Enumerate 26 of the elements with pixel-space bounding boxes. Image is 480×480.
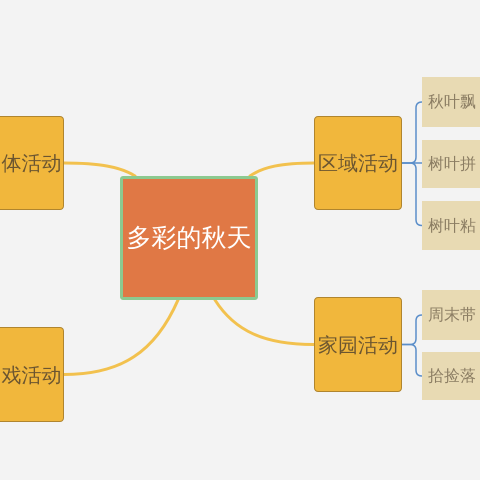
topic-label: 戏活动	[2, 362, 62, 386]
connector-line	[248, 162, 316, 178]
topic-box	[0, 116, 64, 210]
connector-line	[214, 298, 316, 346]
topic-label: 区域活动	[318, 151, 398, 175]
topic-label: 体活动	[2, 151, 62, 175]
subtopic-label: 周末带	[428, 305, 476, 325]
subtopic-box	[422, 352, 480, 400]
topic-label: 家园活动	[318, 332, 398, 356]
connector-line	[62, 298, 180, 376]
subtopic-box	[422, 140, 480, 188]
connector-line	[401, 344, 423, 377]
connector-line	[401, 162, 423, 226]
subtopic-label: 秋叶飘	[428, 92, 476, 112]
subtopic-box	[422, 290, 480, 340]
subtopic-box	[422, 77, 480, 127]
topic-box	[0, 327, 64, 422]
subtopic-label: 树叶粘	[428, 216, 476, 236]
subtopic-label: 树叶拼	[428, 154, 476, 174]
topic-box	[314, 116, 402, 210]
topic-box	[314, 297, 402, 392]
subtopic-label: 拾捡落	[428, 366, 476, 386]
central-topic-box	[120, 176, 258, 300]
central-topic-label: 多彩的秋天	[126, 223, 252, 253]
connector-line	[62, 162, 136, 178]
subtopic-box	[422, 201, 480, 250]
